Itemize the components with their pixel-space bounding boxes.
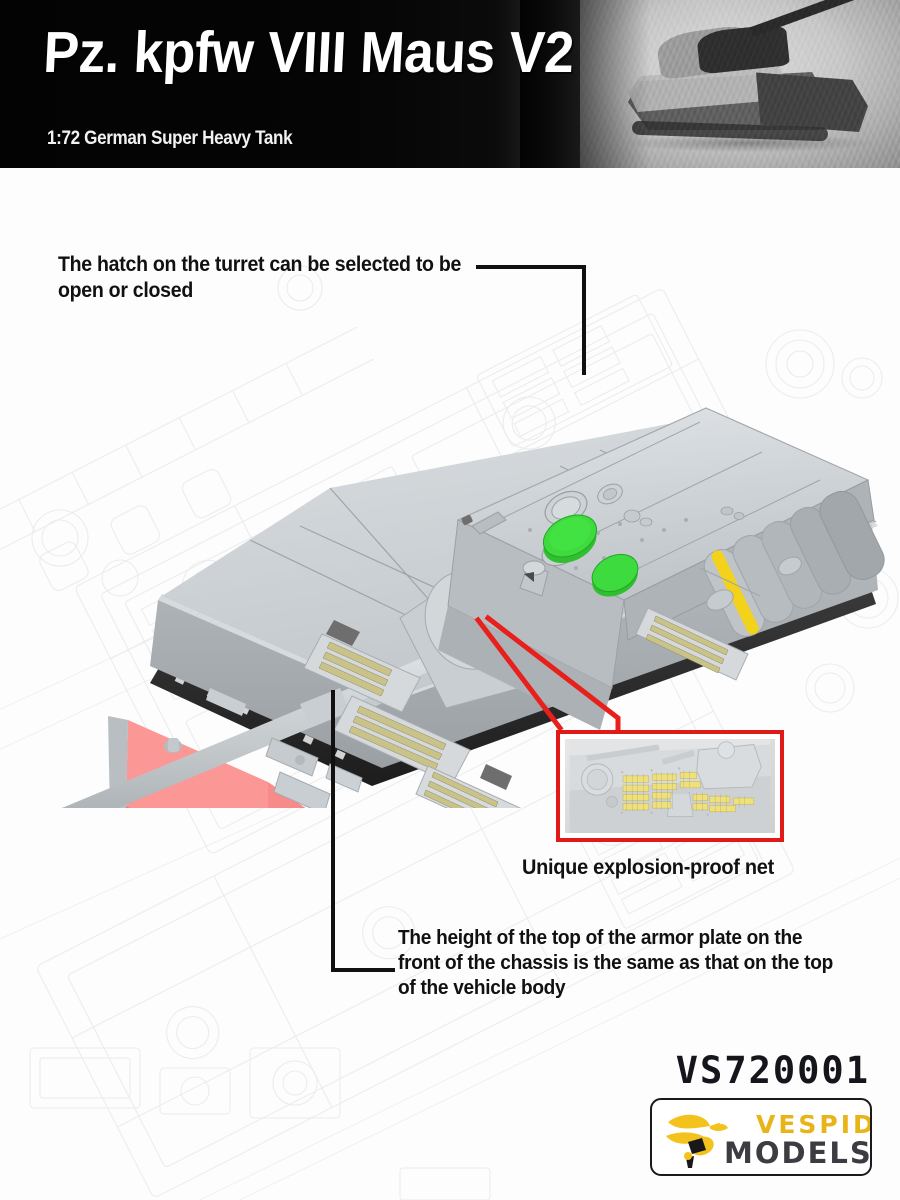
- front-armor-plate-lower: [268, 782, 306, 808]
- hull-top-deck: [162, 418, 876, 698]
- page-subtitle: 1:72 German Super Heavy Tank: [47, 128, 293, 149]
- leader-line-hatch-vertical: [582, 265, 586, 375]
- banner-gradient-fade: [520, 0, 650, 168]
- photo-hull-front: [756, 72, 868, 132]
- explosion-proof-net-main: [415, 764, 521, 808]
- mantlet: [424, 570, 516, 670]
- glacis-grey-left: [108, 716, 128, 808]
- wasp-icon: [666, 1114, 728, 1168]
- turret-hatch-highlight-rear: [542, 514, 598, 564]
- inset-detail-image: [565, 739, 775, 833]
- callout-armor-text: The height of the top of the armor plate…: [398, 926, 833, 999]
- coaxial-gun-barrel: [344, 654, 474, 718]
- turret-right-face: [623, 479, 875, 641]
- leader-line-armor-vertical: [331, 690, 335, 972]
- turret: [399, 407, 875, 730]
- glacis-fittings: [164, 738, 182, 753]
- leader-line-armor-horizontal: [331, 968, 395, 972]
- rear-stowage-cylinders: [703, 490, 885, 637]
- explosion-proof-net-turret-front: [333, 695, 471, 785]
- explosion-proof-net-upper-left: [303, 620, 421, 713]
- inset-detail-box: [556, 730, 784, 842]
- header-banner: Pz. kpfw VIII Maus V2 1:72 German Super …: [0, 0, 900, 168]
- front-deck-details: [206, 688, 363, 808]
- turret-hatch-highlight-front: [591, 553, 639, 597]
- rear-deck-details: [699, 556, 802, 611]
- turret-roof-fittings: [461, 483, 745, 597]
- turret-top: [456, 407, 870, 601]
- deck-panel-lines: [249, 417, 877, 647]
- yellow-band-highlight: [711, 550, 759, 635]
- callout-hatch-text: The hatch on the turret can be selected …: [58, 253, 462, 302]
- vespid-models-logo: VESPID MODELS: [650, 1098, 872, 1176]
- logo-text-models: MODELS: [724, 1136, 872, 1170]
- page-title: Pz. kpfw VIII Maus V2: [42, 20, 576, 85]
- front-armor-nose: [126, 806, 131, 808]
- front-armor-plate-upper: [126, 720, 268, 808]
- product-code: VS720001: [675, 1049, 870, 1092]
- turret-left-face: [447, 519, 625, 689]
- main-gun-barrel: [59, 638, 478, 808]
- logo-text-vespid: VESPID: [756, 1110, 872, 1139]
- leader-line-hatch-horizontal: [476, 265, 586, 269]
- caption-explosion-proof-net: Unique explosion-proof net: [522, 856, 774, 879]
- engine-deck-grilles-right: [635, 607, 749, 681]
- background-blueprint: [0, 265, 900, 1200]
